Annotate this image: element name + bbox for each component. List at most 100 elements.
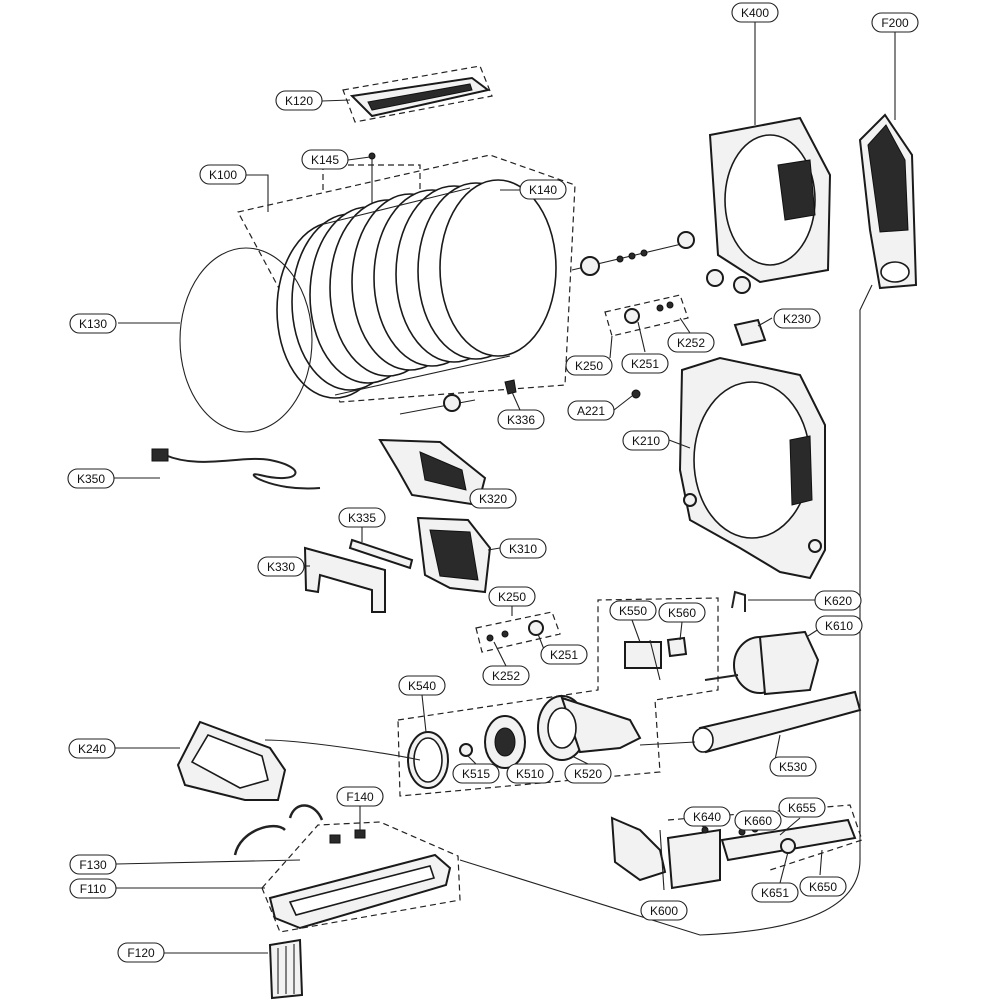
callout-K540: K540 (398, 675, 446, 696)
svg-text:K335: K335 (348, 511, 376, 525)
heater-wires-part (233, 804, 366, 856)
front-bulkhead-part (678, 356, 826, 580)
callout-K320: K320 (469, 488, 517, 509)
svg-text:K251: K251 (550, 648, 578, 662)
callout-F200: F200 (871, 12, 919, 33)
bearing-kit-upper-part (624, 301, 674, 324)
motor-clip-part (731, 590, 746, 612)
control-panel-part (858, 113, 918, 290)
svg-text:F140: F140 (346, 790, 374, 804)
motor-part (704, 630, 820, 696)
callout-K610: K610 (815, 615, 863, 636)
svg-text:A221: A221 (577, 404, 605, 418)
svg-text:K600: K600 (650, 904, 678, 918)
callout-K250-lower: K250 (488, 586, 536, 607)
screw-part (368, 152, 376, 210)
callout-K230: K230 (773, 308, 821, 329)
callout-K140: K140 (519, 179, 567, 200)
svg-text:K400: K400 (741, 6, 769, 20)
svg-text:K660: K660 (744, 814, 772, 828)
motor-mount-part (610, 816, 721, 890)
svg-text:K515: K515 (462, 767, 490, 781)
svg-text:K145: K145 (311, 153, 339, 167)
rear-bulkhead-part (706, 116, 832, 294)
svg-text:K230: K230 (783, 312, 811, 326)
callout-K600: K600 (640, 900, 688, 921)
svg-text:K520: K520 (574, 767, 602, 781)
callout-F110: F110 (69, 878, 117, 899)
callout-K250-upper: K250 (565, 355, 613, 376)
heater-assembly-boundary (261, 821, 461, 933)
callout-F140: F140 (336, 786, 384, 807)
callout-K252-lower: K252 (482, 665, 530, 686)
callout-K335: K335 (338, 507, 386, 528)
callout-K336: K336 (497, 409, 545, 430)
svg-text:K330: K330 (267, 560, 295, 574)
svg-text:F130: F130 (79, 858, 107, 872)
impeller-part (484, 715, 526, 769)
callout-K520: K520 (564, 763, 612, 784)
filter-housing-part (416, 516, 492, 594)
callout-K330: K330 (257, 556, 305, 577)
svg-text:K310: K310 (509, 542, 537, 556)
svg-text:K250: K250 (498, 590, 526, 604)
svg-text:K610: K610 (825, 619, 853, 633)
exhaust-duct-part (692, 690, 862, 754)
seal-strip-part (348, 538, 414, 570)
callout-K655: K655 (778, 797, 826, 818)
svg-text:K651: K651 (761, 886, 789, 900)
bearing-kit-lower-part (486, 620, 544, 642)
svg-text:K100: K100 (209, 168, 237, 182)
clip-part (504, 379, 517, 395)
callout-K130: K130 (69, 313, 117, 334)
heater-housing-part (268, 853, 452, 930)
callout-K650: K650 (799, 876, 847, 897)
callout-F130: F130 (69, 854, 117, 875)
drum-part (276, 179, 557, 399)
switch-part (624, 636, 688, 681)
callout-K400: K400 (731, 2, 779, 23)
svg-text:K336: K336 (507, 413, 535, 427)
callout-K252-upper: K252 (667, 332, 715, 353)
door-part (176, 720, 287, 801)
svg-text:K540: K540 (408, 679, 436, 693)
callout-K515: K515 (452, 763, 500, 784)
svg-text:K650: K650 (809, 880, 837, 894)
roller-shaft-lower-part (399, 394, 476, 415)
bolt-part (631, 389, 641, 399)
svg-text:K251: K251 (631, 357, 659, 371)
blower-seal-ring-part (407, 731, 449, 789)
heater-element-part (268, 938, 304, 1000)
svg-text:K250: K250 (575, 359, 603, 373)
bearing-kit-upper-boundary (604, 294, 689, 337)
blower-housing-part (537, 695, 642, 761)
svg-text:K560: K560 (668, 606, 696, 620)
drum-seal-part (179, 247, 313, 433)
callout-K550: K550 (609, 600, 657, 621)
callout-K100: K100 (199, 164, 247, 185)
callout-K240: K240 (68, 738, 116, 759)
wire-harness-part (264, 284, 873, 936)
svg-text:F110: F110 (80, 882, 107, 896)
svg-text:K510: K510 (516, 767, 544, 781)
svg-text:K252: K252 (492, 669, 520, 683)
callout-K210: K210 (622, 430, 670, 451)
callout-K660: K660 (734, 810, 782, 831)
svg-text:K130: K130 (79, 317, 107, 331)
callout-K510: K510 (506, 763, 554, 784)
power-cord-part (151, 448, 321, 490)
front-bracket-part (303, 546, 386, 613)
nut-part (459, 743, 473, 757)
svg-text:K530: K530 (779, 760, 807, 774)
svg-text:K640: K640 (693, 810, 721, 824)
lint-duct-part (378, 438, 487, 507)
callout-K251-upper: K251 (621, 353, 669, 374)
callout-K530: K530 (769, 756, 817, 777)
callout-K560: K560 (658, 602, 706, 623)
callout-K310: K310 (499, 538, 547, 559)
callout-K120: K120 (275, 90, 323, 111)
bearing-kit-lower-boundary (475, 611, 561, 653)
svg-text:K620: K620 (824, 594, 852, 608)
callout-K640: K640 (683, 806, 731, 827)
